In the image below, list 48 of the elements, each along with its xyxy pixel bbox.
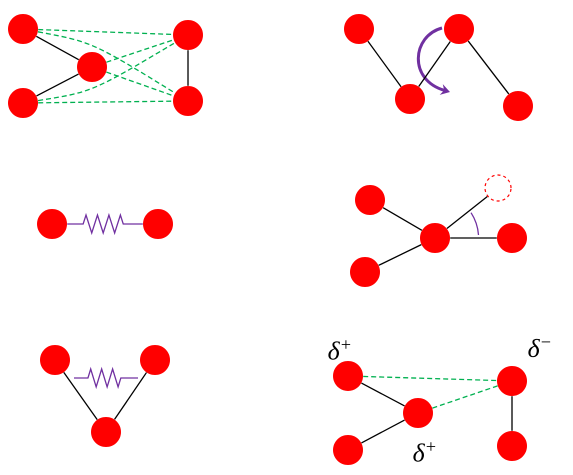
bond	[378, 244, 422, 266]
bond	[511, 396, 513, 431]
spring	[67, 212, 143, 236]
charge-label: δ$^{−}$	[528, 338, 550, 358]
charge-label: δ$^{+}$	[328, 340, 350, 360]
charge-label: δ$^{+}$	[413, 442, 436, 462]
atom	[444, 14, 474, 44]
atom	[77, 52, 107, 82]
atom	[8, 88, 38, 118]
atom	[420, 223, 450, 253]
atom	[497, 223, 527, 253]
atom	[91, 417, 121, 447]
atom	[143, 209, 173, 239]
interaction-line	[363, 376, 497, 382]
bond	[446, 196, 488, 230]
atom	[355, 185, 385, 215]
bond	[418, 41, 451, 87]
bond	[367, 40, 402, 88]
atom	[37, 209, 67, 239]
atom	[8, 14, 38, 44]
interaction-line	[38, 100, 173, 104]
atom	[503, 91, 533, 121]
bond	[361, 420, 405, 444]
bond	[63, 372, 98, 420]
interaction-line	[38, 31, 176, 94]
bond	[187, 50, 189, 86]
bond	[36, 73, 79, 97]
bond	[468, 40, 510, 94]
ghost-atom	[484, 174, 512, 202]
atom	[173, 86, 203, 116]
atom	[40, 345, 70, 375]
atom	[350, 257, 380, 287]
atom	[497, 431, 527, 461]
interaction-line	[106, 39, 174, 63]
bond	[382, 207, 422, 231]
interaction-line	[106, 71, 174, 97]
interaction-line	[38, 28, 173, 36]
bond	[361, 382, 405, 406]
bond	[36, 36, 79, 60]
interaction-line	[432, 385, 498, 409]
atom	[173, 20, 203, 50]
atom	[140, 345, 170, 375]
bond	[114, 372, 147, 420]
atom	[344, 14, 374, 44]
atom	[333, 435, 363, 465]
atom	[395, 84, 425, 114]
bond	[450, 237, 497, 239]
interaction-line	[38, 42, 176, 102]
